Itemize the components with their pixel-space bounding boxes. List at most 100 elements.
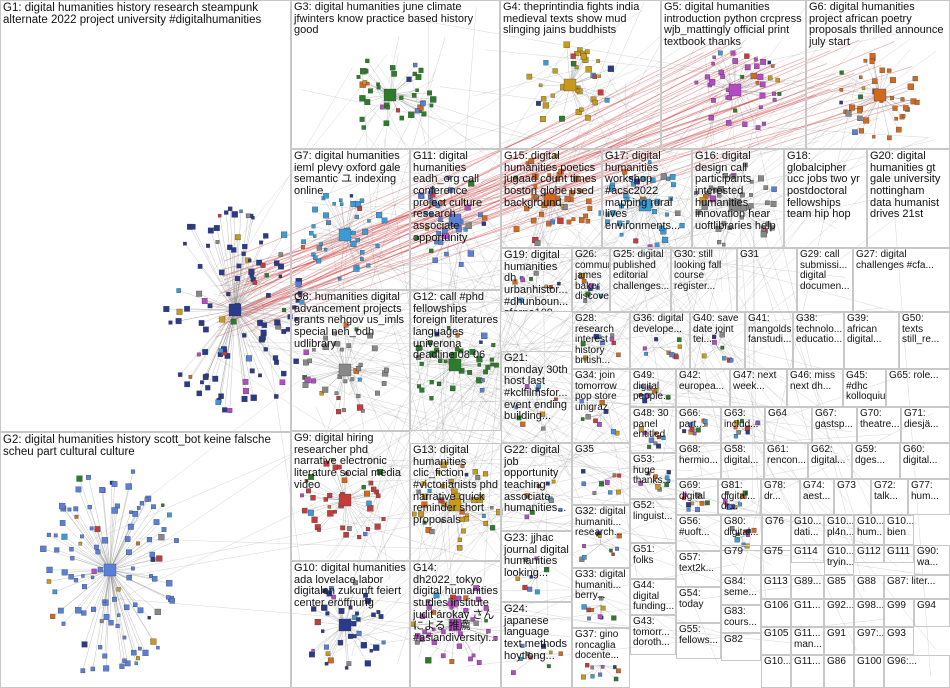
group-box-g31: G31	[737, 248, 797, 312]
group-box-g43: G43: tomorr... doroth...	[630, 615, 676, 655]
group-label: G20: digital humanities gt gale universi…	[870, 151, 947, 221]
group-box-g92: G92...	[824, 599, 854, 627]
group-box-g96: G96:...	[884, 655, 950, 688]
group-label: G10... tryin...	[827, 547, 851, 568]
group-label: G79	[724, 547, 758, 558]
group-box-g51: G51: folks	[630, 543, 676, 579]
group-box-g84: G84: seme...	[721, 575, 761, 605]
group-box-g45: G45: #dhc kolloquiu...	[843, 369, 886, 407]
group-box-g66: G66: part...	[676, 407, 721, 443]
group-label: G2: digital humanities history scott_bot…	[3, 434, 288, 458]
group-box-g22: G22: digital job opportunity teaching as…	[501, 443, 572, 531]
group-box-g57: G57: text2k...	[676, 551, 721, 587]
group-label: G40: save date joint tei...	[693, 314, 742, 346]
group-box-g29: G29: call submissi... digital documen...	[797, 248, 853, 312]
group-label: G10... hum...	[857, 517, 881, 538]
group-label: G45: #dhc kolloquiu...	[846, 371, 883, 403]
group-box-g100: G100	[854, 655, 884, 688]
group-box-g55: G55: fellows...	[676, 623, 721, 659]
group-label: G57: text2k...	[679, 553, 718, 574]
group-box-g58: G58: digital...	[721, 443, 764, 479]
group-label: G3: digital humanities june climate jfwi…	[294, 2, 497, 37]
group-box-g88: G88	[854, 575, 884, 599]
group-box-g70: G70: theatre...	[857, 407, 901, 443]
group-label: G10... dati...	[794, 517, 821, 538]
group-label: G50: texts still_re...	[902, 314, 947, 346]
group-box-g35: G35	[572, 443, 630, 505]
group-label: G100	[857, 657, 881, 668]
group-box-g8: G8: humanities digital advancement proje…	[291, 290, 410, 431]
group-label: G9: digital hiring researcher phd narrat…	[294, 433, 407, 491]
group-box-g90: G90: wa...	[914, 545, 950, 575]
group-label: G14: dh2022_tokyo digital humanities stu…	[413, 563, 498, 645]
group-box-g91: G91	[824, 627, 854, 655]
group-label: G68: hermio...	[679, 445, 718, 466]
group-label: G76	[765, 517, 788, 528]
group-label: G38: technolo... educatio...	[796, 314, 841, 346]
group-box-g18: G18: globalcipher ucc jobs two yr postdo…	[784, 149, 867, 248]
group-box-g107: G10...	[761, 655, 791, 688]
group-box-g49: G49: digital people...	[630, 369, 676, 407]
group-label: G29: call submissi... digital documen...	[800, 250, 850, 292]
group-label: G71: diesjä...	[904, 409, 947, 430]
group-label: G42: europea...	[679, 371, 727, 392]
group-label: G33: digital humaniti... berry...	[575, 570, 627, 602]
group-label: G69: digital	[679, 481, 715, 502]
group-box-g69: G69: digital	[676, 479, 718, 515]
group-label: G8: humanities digital advancement proje…	[294, 292, 407, 350]
group-box-g63: G63: includ...	[721, 407, 765, 443]
group-box-g75: G75	[761, 545, 791, 575]
group-box-g102: G10... pl4n...	[824, 515, 854, 545]
group-box-g42: G42: europea...	[676, 369, 730, 407]
group-label: G94	[917, 601, 947, 612]
group-label: G85	[827, 577, 851, 588]
group-label: G1: digital humanities history research …	[3, 2, 288, 26]
group-box-g19: G19: digital humanities dh urbanhistor..…	[501, 248, 572, 312]
group-box-g36: G36: digital develope...	[630, 312, 690, 369]
group-box-g7: G7: digital humanities ieml plevy oxford…	[291, 149, 410, 290]
group-label: G83: cours...	[724, 607, 758, 628]
group-label: G30: still looking fall course register.…	[674, 250, 734, 292]
group-box-g53: G53: huge thanks...	[630, 453, 676, 499]
group-label: G92...	[827, 601, 851, 612]
group-label: G58: digital...	[724, 445, 761, 466]
group-label: G5: digital humanities introduction pyth…	[664, 2, 803, 49]
group-label: G6: digital humanities project african p…	[809, 2, 947, 49]
group-label: G105	[764, 629, 788, 640]
group-box-g5: G5: digital humanities introduction pyth…	[661, 0, 806, 149]
group-label: G78: dr...	[764, 481, 797, 502]
group-label: G62: digital...	[811, 445, 849, 466]
group-box-g47: G47: next week...	[730, 369, 787, 407]
group-box-g4: G4: theprintindia fights india medieval …	[500, 0, 661, 149]
group-label: G28: research interest history british..…	[575, 314, 627, 367]
group-box-g46: G46: miss next dh...	[787, 369, 843, 407]
group-label: G31	[740, 250, 794, 261]
group-label: G36: digital develope...	[633, 314, 687, 335]
group-label: G13: digital humanities clic_fiction #vi…	[413, 445, 498, 527]
group-label: G27: digital challenges #cfa...	[856, 250, 947, 271]
group-box-g27: G27: digital challenges #cfa...	[853, 248, 950, 312]
group-label: G72: talk...	[874, 481, 905, 502]
group-label: G18: globalcipher ucc jobs two yr postdo…	[787, 151, 864, 221]
group-box-g116: G11... man...	[791, 627, 824, 655]
group-label: G11: digital humanities eadh_org call co…	[413, 151, 498, 244]
group-box-g79: G79	[721, 545, 761, 575]
group-label: G43: tomorr... doroth...	[633, 617, 673, 649]
group-box-g32: G32: digital humaniti... research...	[572, 505, 630, 568]
group-box-g111: G111	[884, 545, 914, 563]
group-label: G34: join tomorrow pop store unigraz	[575, 371, 627, 413]
group-box-g3: G3: digital humanities june climate jfwi…	[291, 0, 500, 149]
group-box-g61: G61: rencon...	[764, 443, 808, 479]
group-box-g41: G41: mangolds fanstudi...	[745, 312, 793, 369]
group-box-g117: G11...	[791, 655, 824, 688]
group-label: G23: jjhac journal digital humanities lo…	[504, 533, 569, 580]
group-label: G53: huge thanks...	[633, 455, 673, 487]
group-label: G22: digital job opportunity teaching as…	[504, 445, 569, 515]
group-label: G59: dges...	[855, 445, 897, 466]
group-box-g37: G37: gino roncaglia docente...	[572, 628, 630, 688]
group-label: G82	[724, 635, 758, 646]
group-box-g40: G40: save date joint tei...	[690, 312, 745, 369]
group-label: G81: digital... dr...	[721, 481, 758, 513]
group-label: G11...	[794, 657, 821, 668]
group-box-g33: G33: digital humaniti... berry...	[572, 568, 630, 628]
